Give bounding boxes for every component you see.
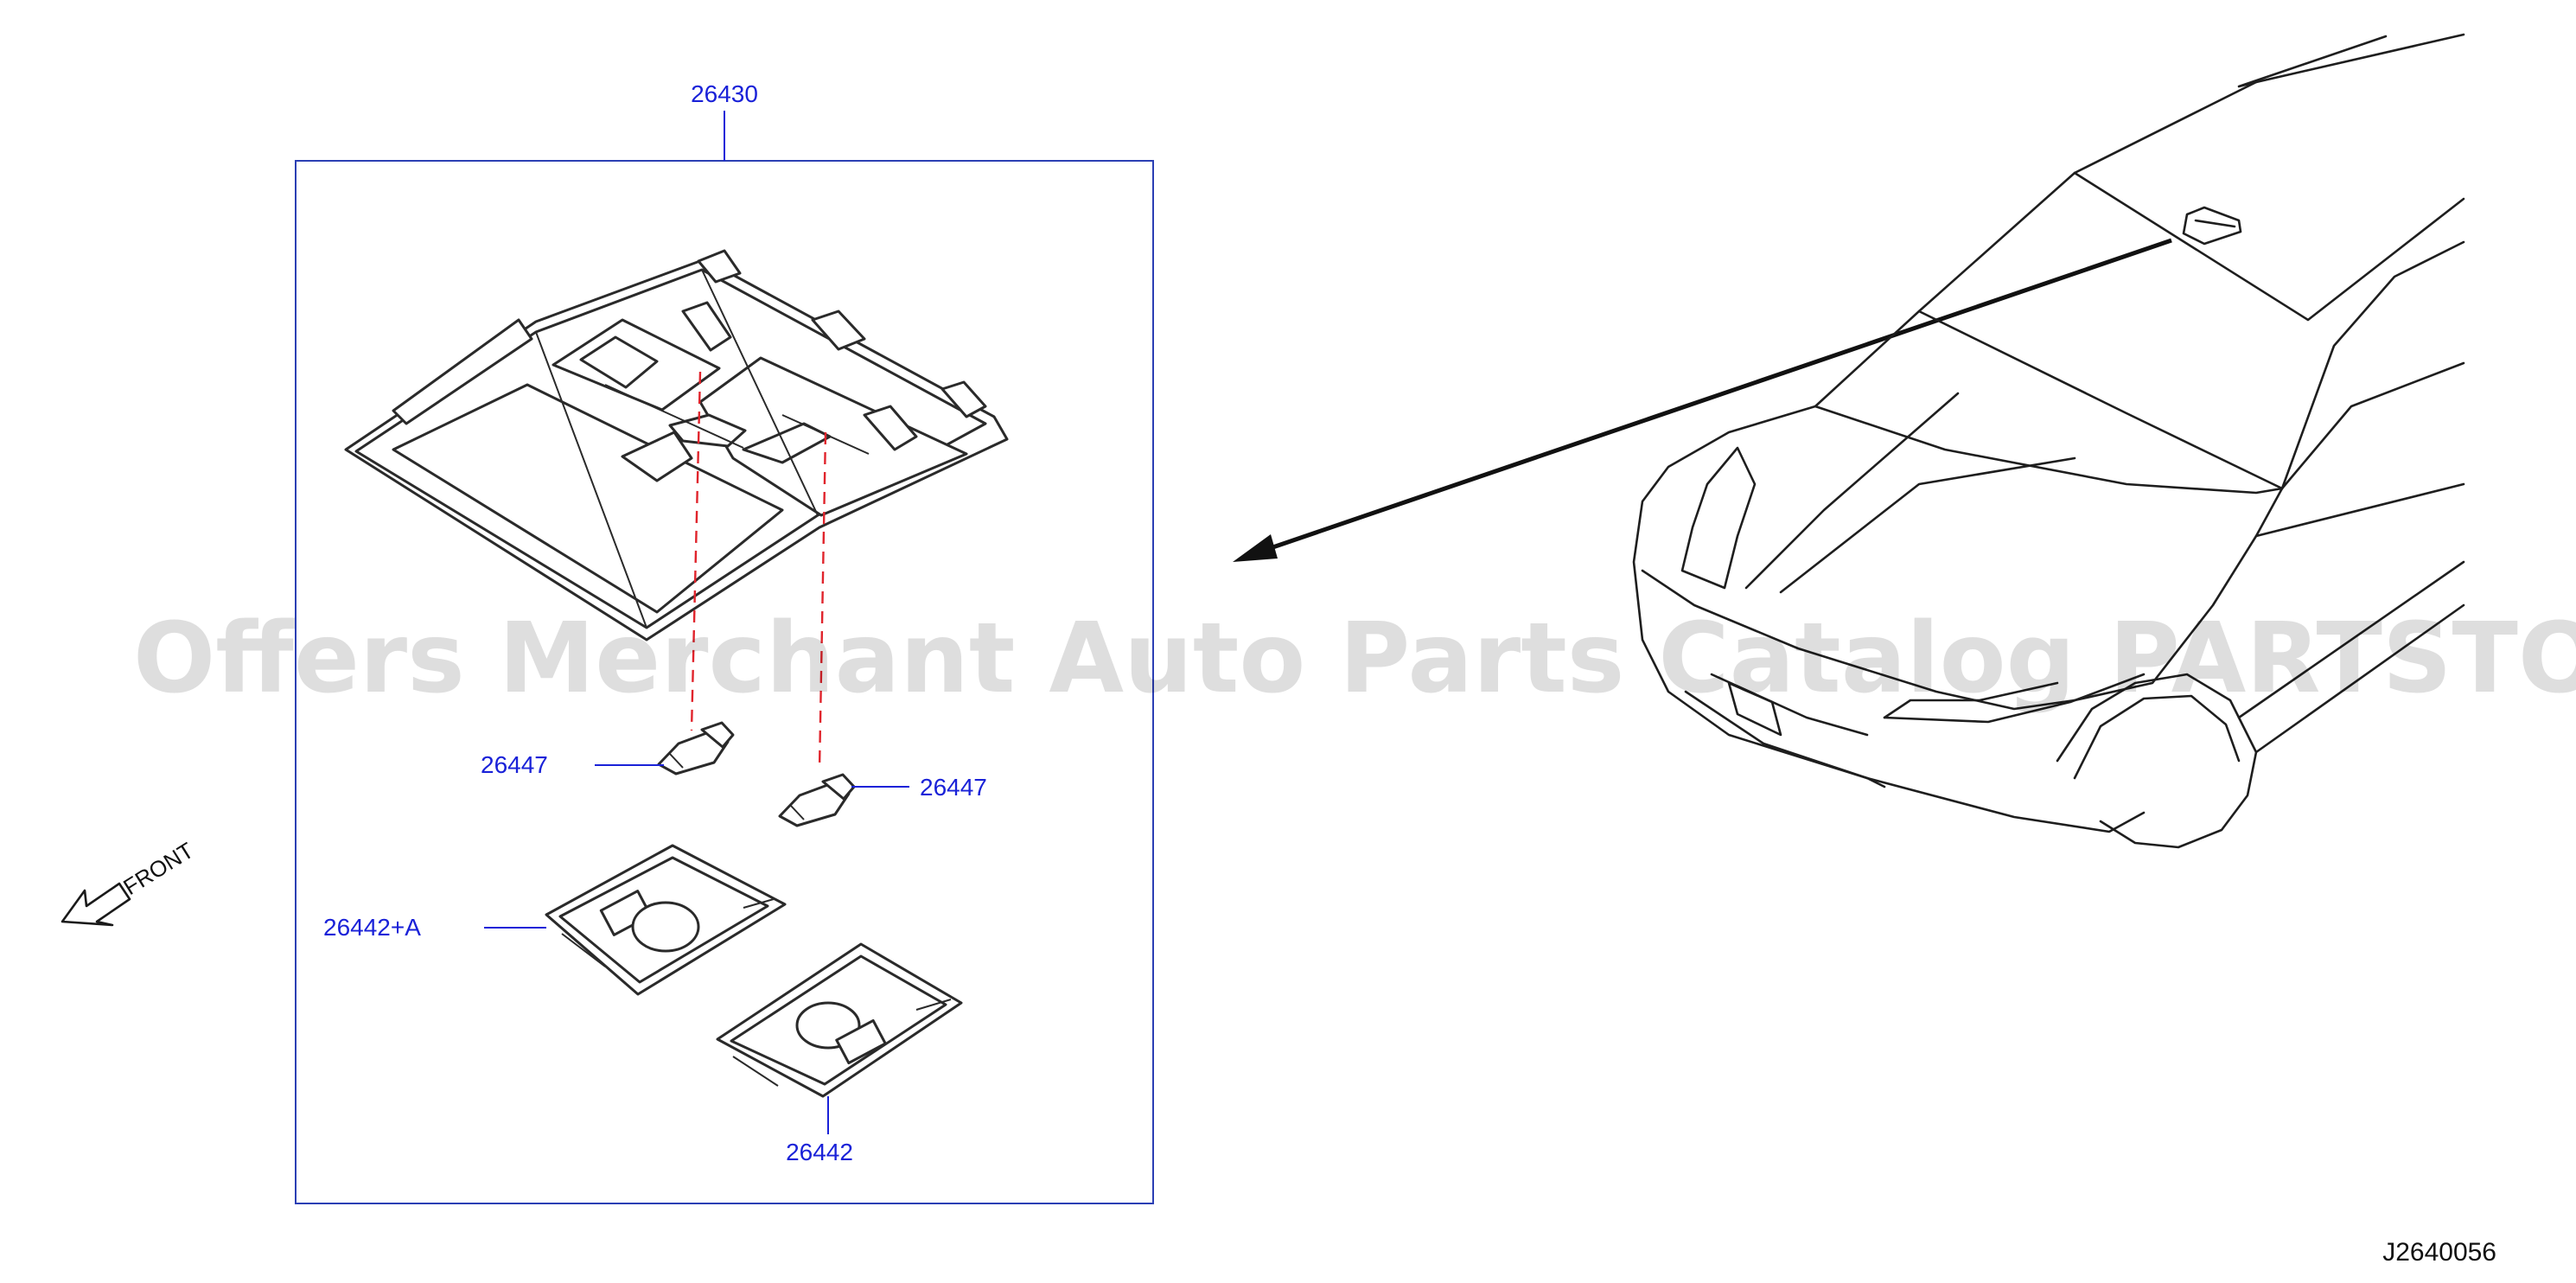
lens-upper xyxy=(545,844,787,996)
front-arrow-icon xyxy=(61,882,131,927)
callout-26447-left[interactable]: 26447 xyxy=(481,751,548,778)
callout-26442-a[interactable]: 26442+A xyxy=(323,914,421,941)
front-label: FRONT xyxy=(118,837,198,900)
bulb-left xyxy=(657,721,735,776)
bulb-right xyxy=(778,773,856,827)
figure-code: J2640056 xyxy=(2382,1238,2496,1267)
watermark: Offers Merchant Auto Parts Catalog PARTS… xyxy=(133,603,2576,715)
car-outline xyxy=(1632,33,2465,849)
callout-26447-right[interactable]: 26447 xyxy=(920,774,987,801)
lens-lower xyxy=(716,942,963,1098)
bulb-left-guide xyxy=(690,371,702,731)
map-lamp-housing xyxy=(344,249,1009,642)
bulb-right-guide xyxy=(818,431,827,770)
callout-26430[interactable]: 26430 xyxy=(691,80,758,107)
callout-26442[interactable]: 26442 xyxy=(786,1139,853,1165)
location-arrow xyxy=(1233,238,2172,562)
